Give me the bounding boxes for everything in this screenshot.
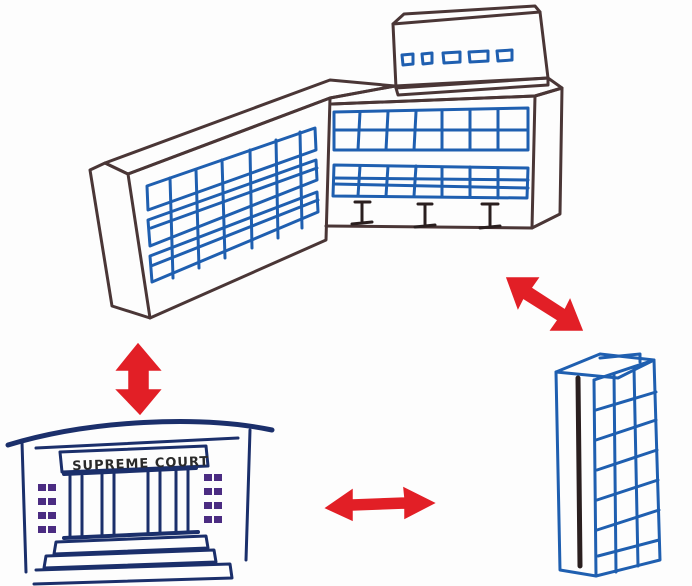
right-wing-windows <box>331 106 530 200</box>
rooftop-windows <box>400 48 514 67</box>
courthouse-columns <box>62 466 200 540</box>
office-pillars <box>350 200 502 230</box>
large-office-building <box>88 4 564 320</box>
left-wing <box>88 78 397 320</box>
tall-tower-building <box>554 352 662 578</box>
arrow-courthouse-tower <box>324 486 436 522</box>
courthouse-steps <box>32 534 234 586</box>
tower-windows <box>594 366 661 574</box>
courthouse-windows-left <box>38 484 56 533</box>
right-wing <box>324 76 564 230</box>
left-wing-windows <box>145 126 320 284</box>
arrow-office-tower <box>505 277 584 331</box>
arrow-office-courthouse <box>115 342 162 416</box>
courthouse-windows-right <box>204 474 222 523</box>
courthouse-building: SUPREME COURT <box>5 419 275 586</box>
